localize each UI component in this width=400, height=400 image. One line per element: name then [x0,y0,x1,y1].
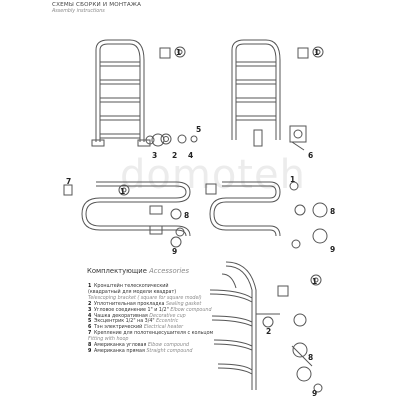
callout-8: 8 [184,211,189,220]
callout-2b: 2 [266,327,271,336]
diagram-curved-ladder [209,261,323,393]
page-header: СХЕМЫ СБОРКИ И МОНТАЖА Assembly instruct… [52,2,141,14]
diagram-ladder-heater [231,39,324,151]
list-item: Telescoping bracket ( square for square … [88,295,202,301]
page-subtitle: Assembly instructions [52,9,105,14]
callout-2: 2 [172,151,177,160]
callout-3: 3 [152,151,157,160]
diagram-m-shape-left [63,181,191,248]
diagram-m-shape-right [205,181,328,249]
callout-6: 6 [308,151,313,160]
callout-1c: 1 [120,187,125,196]
callout-9c: 9 [312,389,317,398]
callout-1b: 1 [314,48,319,57]
callout-4: 4 [188,151,193,160]
callout-8c: 8 [308,353,313,362]
callout-1: 1 [176,48,181,57]
callout-9: 9 [172,247,177,256]
accessories-heading: Комплектующие Accessories [87,267,189,275]
list-item: Fitting with hoop [88,337,129,343]
callout-7: 7 [66,177,71,186]
callout-5: 5 [196,125,201,134]
list-item: (квадратный для модели квадрат) [88,289,177,295]
accessories-title: Комплектующие [87,267,147,275]
diagram-ladder-elbow [91,39,198,147]
page-title: СХЕМЫ СБОРКИ И МОНТАЖА [52,2,142,8]
callout-1e: 1 [312,277,317,286]
callout-1d: 1 [290,175,295,184]
callout-9b: 9 [330,245,335,254]
watermark: domoteh [120,152,306,198]
callout-8b: 8 [330,207,335,216]
accessories-title-en: Accessories [149,267,190,275]
